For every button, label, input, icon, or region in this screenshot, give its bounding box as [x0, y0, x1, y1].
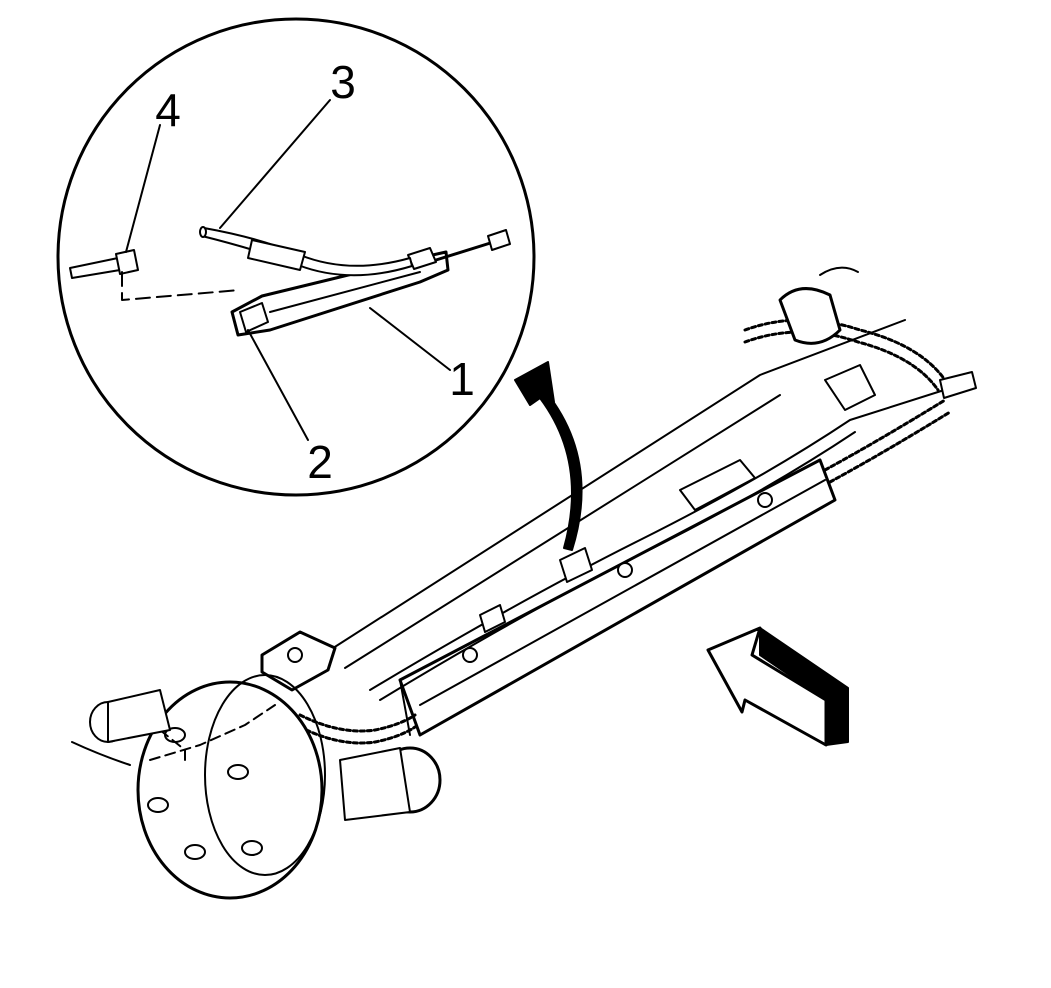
rail-hole	[757, 492, 773, 508]
callout-3: 3	[330, 56, 356, 108]
callout-1: 1	[449, 353, 475, 405]
coiled-cable-upper	[743, 318, 947, 382]
frame-rail-lower	[344, 394, 781, 669]
detail-pointer-arrow-icon	[514, 361, 583, 551]
callout-labels: 1 2 3 4	[155, 56, 475, 488]
leader-3	[219, 99, 331, 229]
cable-connector	[679, 459, 756, 511]
cable-clip	[559, 547, 593, 583]
main-assembly	[71, 266, 977, 900]
wheel-stud	[147, 797, 169, 813]
coiled-cable-left	[298, 713, 417, 733]
coiled-cable-lower	[823, 398, 947, 472]
wheel-stud	[184, 844, 206, 860]
pin-alignment-line	[121, 271, 241, 301]
leader-4	[125, 124, 161, 253]
leader-2	[247, 329, 309, 441]
rail-hole	[462, 647, 478, 663]
callout-4: 4	[155, 84, 181, 136]
park-brake-cable	[369, 384, 961, 691]
leader-1	[369, 307, 451, 371]
wheel-stud	[227, 764, 249, 780]
wheel-stud	[241, 840, 263, 856]
view-direction-arrow-icon	[706, 626, 849, 747]
callout-2: 2	[307, 436, 333, 488]
detail-view	[56, 17, 536, 497]
cable-end-fitting	[939, 371, 977, 399]
rear-bracket	[778, 287, 842, 345]
frame-rail-upper	[329, 319, 906, 651]
leader-lines	[125, 99, 451, 441]
